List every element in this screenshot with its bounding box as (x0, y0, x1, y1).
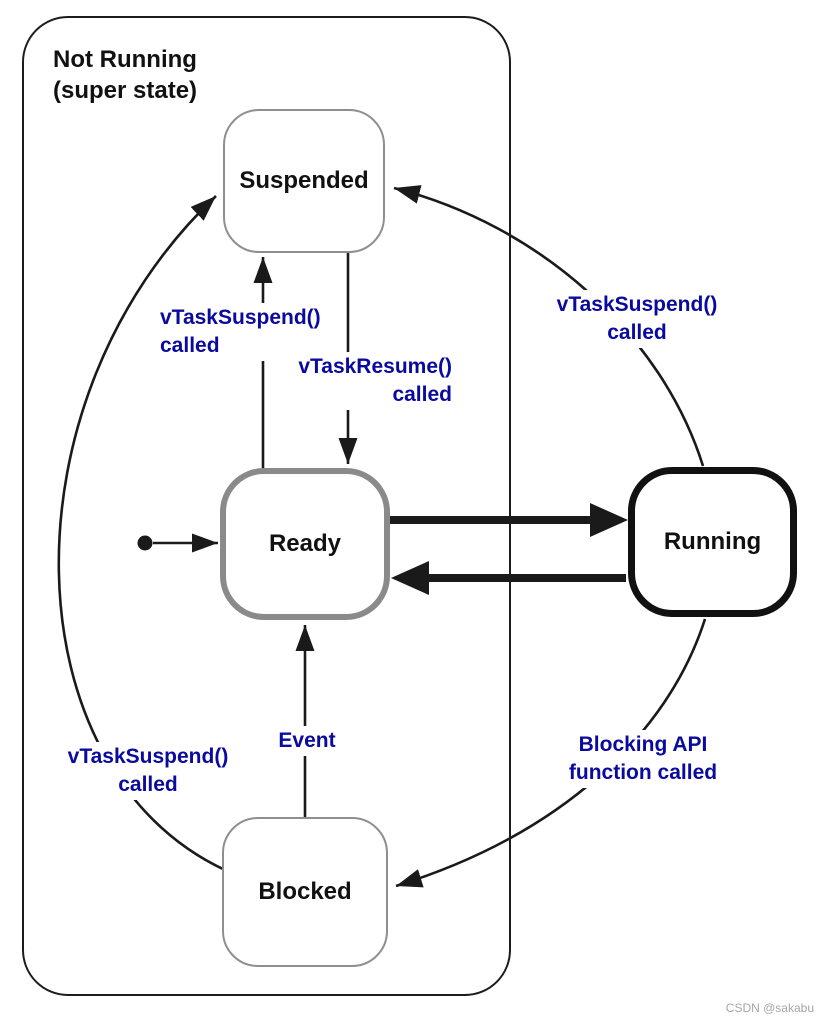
label-blocked-to-suspended-line2: called (118, 773, 178, 796)
label-running-to-blocked: Blocking API function called (554, 730, 732, 788)
initial-state-dot (137, 535, 153, 551)
state-blocked-label: Blocked (258, 878, 352, 905)
arrow-running-to-ready-head (391, 561, 429, 595)
label-suspended-to-ready-line2: called (392, 383, 452, 406)
superstate-title-line2: (super state) (53, 77, 198, 104)
label-suspended-to-ready-line1: vTaskResume() (298, 355, 452, 378)
state-ready: Ready (220, 468, 390, 620)
label-blocked-to-suspended: vTaskSuspend() called (58, 742, 238, 800)
label-running-to-suspended-line1: vTaskSuspend() (556, 293, 718, 316)
superstate-title-line1: Not Running (53, 46, 197, 73)
label-running-to-suspended: vTaskSuspend() called (550, 290, 724, 348)
arrow-ready-to-running-head (590, 503, 628, 537)
state-suspended-label: Suspended (239, 167, 369, 194)
label-event-text: Event (278, 729, 336, 752)
label-running-to-blocked-line1: Blocking API (578, 733, 708, 756)
state-ready-label: Ready (268, 530, 342, 557)
label-blocked-to-suspended-line1: vTaskSuspend() (67, 745, 229, 768)
arrow-blocked-to-suspended (57, 195, 226, 872)
label-suspended-to-ready: vTaskResume() called (288, 352, 454, 410)
label-ready-to-suspended-line1: vTaskSuspend() (160, 306, 321, 329)
superstate-not-running-box (22, 16, 511, 996)
superstate-title: Not Running (super state) (53, 44, 197, 106)
watermark-text: CSDN @sakabu (725, 1001, 814, 1015)
label-running-to-suspended-line2: called (607, 321, 667, 344)
label-running-to-blocked-line2: function called (568, 761, 718, 784)
label-blocked-to-ready-event: Event (268, 726, 346, 756)
state-suspended: Suspended (223, 109, 385, 253)
state-blocked: Blocked (222, 817, 388, 967)
state-running: Running (628, 467, 797, 617)
state-running-label: Running (663, 528, 762, 555)
label-ready-to-suspended-line2: called (160, 334, 220, 357)
label-ready-to-suspended: vTaskSuspend() called (158, 303, 338, 361)
